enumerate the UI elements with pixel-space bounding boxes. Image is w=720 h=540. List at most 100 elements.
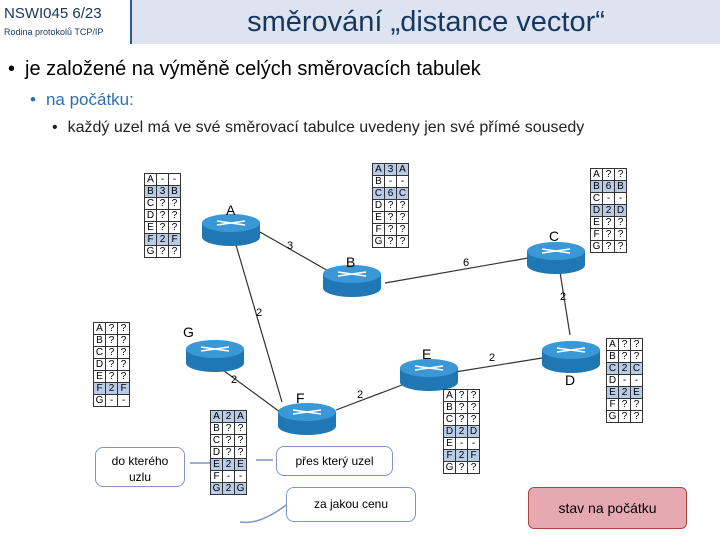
routing-table-cell: G bbox=[590, 240, 603, 253]
routing-table-cell: ? bbox=[455, 389, 468, 402]
routing-table-cell: B bbox=[372, 175, 385, 188]
routing-table-cell: D bbox=[210, 446, 223, 459]
routing-table-cell: 2 bbox=[222, 482, 235, 495]
routing-table-row: B?? bbox=[606, 350, 643, 363]
routing-table-cell: A bbox=[590, 168, 603, 181]
node-label-f: F bbox=[296, 390, 305, 406]
routing-table-row: B?? bbox=[93, 334, 130, 347]
routing-table-cell: ? bbox=[455, 413, 468, 426]
routing-table-cell: ? bbox=[234, 446, 247, 459]
callout-cost: za jakou cenu bbox=[286, 487, 416, 522]
routing-table-cell: ? bbox=[602, 168, 615, 181]
routing-table-row: F?? bbox=[590, 228, 627, 241]
router-icon bbox=[278, 403, 336, 435]
routing-table-cell: C bbox=[210, 434, 223, 447]
routing-table-cell: - bbox=[117, 394, 130, 407]
routing-table-cell: E bbox=[630, 386, 643, 399]
routing-table-cell: D bbox=[443, 425, 456, 438]
routing-table-cell: ? bbox=[222, 446, 235, 459]
routing-table-cell: ? bbox=[384, 223, 397, 236]
header-bar: NSWI045 6/23 Rodina protokolů TCP/IP smě… bbox=[0, 0, 720, 44]
routing-table-cell: 3 bbox=[384, 163, 397, 176]
routing-table-cell: B bbox=[590, 180, 603, 193]
callout-destination: do kterého uzlu bbox=[95, 447, 185, 487]
routing-table-cell: ? bbox=[467, 401, 480, 414]
bullet-level1: •je založené na výměně celých směrovacíc… bbox=[8, 58, 481, 81]
routing-table-cell: F bbox=[467, 449, 480, 462]
routing-table-cell: 2 bbox=[455, 425, 468, 438]
routing-table-cell: ? bbox=[117, 322, 130, 335]
routing-table-cell: G bbox=[234, 482, 247, 495]
edge-a-b bbox=[259, 231, 331, 273]
routing-table-cell: ? bbox=[222, 434, 235, 447]
routing-table-row: G-- bbox=[93, 394, 130, 407]
routing-table-row: G?? bbox=[443, 461, 480, 474]
node-label-c: C bbox=[549, 228, 560, 244]
routing-table-row: C?? bbox=[144, 197, 181, 210]
edge-f-e bbox=[335, 384, 403, 411]
routing-table-cell: ? bbox=[384, 199, 397, 212]
routing-table-cell: C bbox=[93, 346, 106, 359]
routing-table-cell: ? bbox=[105, 334, 118, 347]
routing-table-cell: - bbox=[156, 173, 169, 186]
routing-table-cell: ? bbox=[168, 245, 181, 258]
routing-table-row: E?? bbox=[372, 211, 409, 224]
edge-e-d bbox=[454, 357, 543, 373]
routing-table-cell: F bbox=[144, 233, 157, 246]
routing-table-row: E?? bbox=[144, 221, 181, 234]
routing-table-cell: ? bbox=[630, 410, 643, 423]
routing-table-cell: 2 bbox=[618, 386, 631, 399]
routing-table-cell: A bbox=[210, 410, 223, 423]
edge-weight-b-c: 6 bbox=[463, 257, 470, 269]
routing-table-cell: ? bbox=[105, 358, 118, 371]
routing-table-cell: G bbox=[443, 461, 456, 474]
routing-table-cell: - bbox=[168, 173, 181, 186]
routing-table-cell: ? bbox=[117, 334, 130, 347]
routing-table-row: B-- bbox=[372, 175, 409, 188]
course-code: NSWI045 6/23 bbox=[4, 5, 102, 22]
edge-b-c bbox=[384, 257, 529, 284]
routing-table-cell: A bbox=[443, 389, 456, 402]
routing-table-cell: E bbox=[372, 211, 385, 224]
routing-table-row: C?? bbox=[210, 434, 247, 447]
bullet-level1-text: je založené na výměně celých směrovacích… bbox=[25, 58, 481, 80]
routing-table-cell: 6 bbox=[602, 180, 615, 193]
router-icon bbox=[400, 359, 458, 391]
node-label-g: G bbox=[183, 324, 194, 340]
routing-table-row: G?? bbox=[606, 410, 643, 423]
routing-table-cell: ? bbox=[614, 228, 627, 241]
routing-table-cell: D bbox=[93, 358, 106, 371]
routing-table-cell: ? bbox=[618, 338, 631, 351]
routing-table-cell: E bbox=[443, 437, 456, 450]
bullet-level3: •každý uzel má ve své směrovací tabulce … bbox=[52, 119, 584, 137]
routing-table-cell: G bbox=[372, 235, 385, 248]
routing-table-cell: ? bbox=[618, 410, 631, 423]
routing-table-cell: ? bbox=[234, 422, 247, 435]
routing-table-cell: 2 bbox=[105, 382, 118, 395]
routing-table-cell: B bbox=[93, 334, 106, 347]
routing-table-cell: - bbox=[602, 192, 615, 205]
routing-table-row: A?? bbox=[606, 338, 643, 351]
routing-table-cell: ? bbox=[396, 199, 409, 212]
routing-table-cell: B bbox=[443, 401, 456, 414]
routing-table-row: A?? bbox=[590, 168, 627, 181]
routing-table-cell: A bbox=[606, 338, 619, 351]
routing-table-cell: ? bbox=[168, 197, 181, 210]
router-icon bbox=[542, 341, 600, 373]
edge-weight-f-e: 2 bbox=[357, 389, 364, 401]
routing-table-cell: ? bbox=[455, 461, 468, 474]
state-label: stav na počátku bbox=[528, 487, 687, 529]
edge-weight-g-f: 2 bbox=[231, 374, 238, 386]
routing-table-cell: - bbox=[105, 394, 118, 407]
routing-table-cell: ? bbox=[117, 346, 130, 359]
routing-table-cell: ? bbox=[384, 235, 397, 248]
routing-table-row: D?? bbox=[144, 209, 181, 222]
routing-table-cell: D bbox=[467, 425, 480, 438]
